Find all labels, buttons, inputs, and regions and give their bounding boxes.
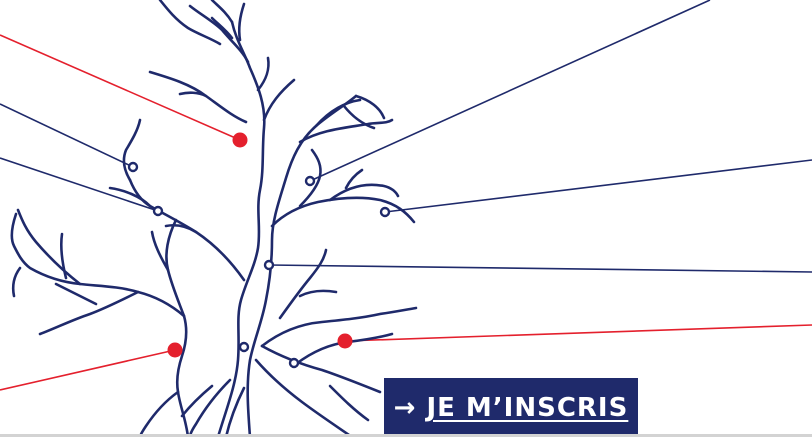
ring-dot-icon [288,357,300,369]
connector-line-red-left [0,349,176,391]
connector-line-navy-right-2 [384,159,812,213]
signup-button-label: JE M’INSCRIS [426,392,629,423]
connector-line-navy-left-1 [0,103,134,168]
filled-dot-icon [337,333,353,349]
filled-dot-icon [232,132,248,148]
ring-dot-icon [127,161,139,173]
ring-dot-icon [263,259,275,271]
signup-button[interactable]: → JE M’INSCRIS [384,378,638,437]
connector-line-navy-right-1 [309,0,711,182]
filled-dot-icon [167,342,183,358]
bottom-divider [0,434,812,437]
ring-dot-icon [152,205,164,217]
right-arrow-icon: → [393,392,417,423]
connector-line-navy-left-2 [0,157,159,212]
connector-line-red-top [0,34,241,141]
ring-dot-icon [304,175,316,187]
tree-branches [10,0,418,437]
ring-dot-icon [238,341,250,353]
connector-lines [0,0,812,391]
cta-button-background [384,378,638,437]
ring-dot-icon [379,206,391,218]
tree-nodes [127,132,391,369]
connector-line-navy-right-3 [268,264,812,273]
connector-line-red-right [344,324,812,342]
